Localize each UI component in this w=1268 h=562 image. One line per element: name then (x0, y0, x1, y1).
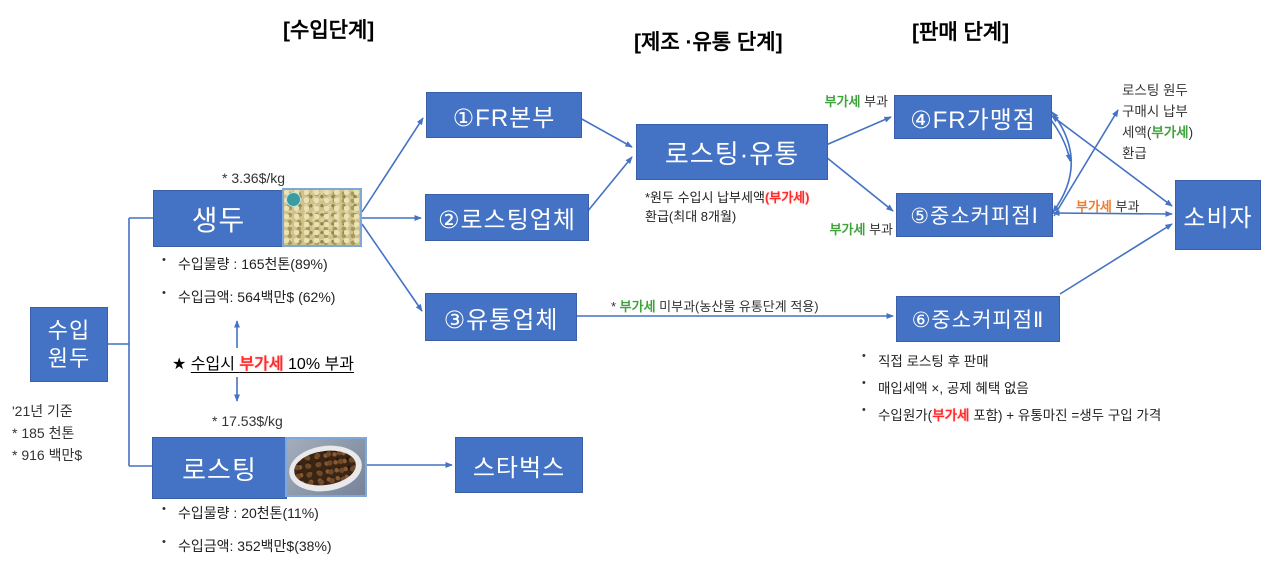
node-starbucks: 스타벅스 (455, 437, 583, 493)
node-fr-franchise-label: ④FR가맹점 (910, 106, 1036, 134)
vat-word: 부가세 (1151, 125, 1189, 140)
roasting-price-note: * 17.53$/kg (212, 413, 283, 429)
import-vat-pre: 수입시 (190, 356, 240, 373)
refund-right-line: 환급 (1122, 146, 1147, 161)
vat-rest: 부과 (1111, 199, 1140, 214)
import-vat-note-text: 수입시 부가세 10% 부과 (191, 356, 354, 373)
roasted-coffee-beans-photo (285, 437, 367, 497)
node-small-coffee-shop-2-label: ⑥중소커피점Ⅱ (911, 309, 1045, 332)
arrow-roasting-distribution-to-fr-franchise (825, 116, 892, 146)
star-icon: ★ (172, 356, 191, 373)
node-small-coffee-shop-1-label: ⑤중소커피점Ⅰ (910, 205, 1039, 228)
import-vat-highlight: 부가세 (239, 356, 284, 373)
vat-exempt-rest: 미부과(농산물 유통단계 적용) (655, 299, 819, 314)
node-imported-beans: 수입원두 (30, 307, 108, 382)
node-distribution-company-label: ③유통업체 (443, 306, 559, 334)
refund-right-pre: 세액( (1122, 125, 1152, 140)
vat-label-to-consumer: 부가세 부과 (1076, 196, 1139, 215)
node-distribution-company: ③유통업체 (425, 293, 577, 341)
base-year-line: * 916 백만$ (12, 447, 83, 463)
refund-right-line: 구매시 납부 (1122, 104, 1188, 119)
node-starbucks-label: 스타벅스 (472, 454, 566, 482)
node-small-coffee-shop-2: ⑥중소커피점Ⅱ (896, 296, 1060, 342)
stage-header-sales: [판매 단계] (912, 21, 1010, 44)
node-green-beans: 생두 (153, 190, 284, 247)
list-item: 수입금액: 564백만$ (62%) (158, 287, 335, 307)
list-item: 수입물량 : 165천톤(89%) (158, 254, 335, 274)
connector-imported-beans-split (106, 217, 153, 467)
node-consumer: 소비자 (1175, 180, 1261, 250)
list-item: 수입물량 : 20천톤(11%) (158, 503, 332, 523)
vat-label-to-small-shop-1: 부가세 부과 (798, 219, 893, 238)
arrow-greenbeans-to-distribution-company (361, 223, 423, 312)
import-vat-post: 10% 부과 (283, 356, 354, 373)
node-consumer-label: 소비자 (1183, 204, 1253, 232)
stage-header-manufacture-distribution: [제조 ·유통 단계] (634, 31, 783, 54)
arc-fr-franchise-small-shop-1 (1051, 111, 1072, 213)
list-item: 매입세액 ×, 공제 혜택 없음 (858, 377, 1161, 397)
vat-word: 부가세 (829, 222, 866, 237)
base-year-line: '21년 기준 (12, 403, 73, 419)
refund-note-mid: *원두 수입시 납부세액(부가세) 환급(최대 8개월) (645, 188, 809, 226)
vat-rest: 부과 (865, 222, 893, 237)
node-small-coffee-shop-1: ⑤중소커피점Ⅰ (896, 193, 1053, 237)
node-green-beans-label: 생두 (191, 204, 246, 236)
arrow-fr-hq-to-roasting-distribution (579, 117, 633, 148)
list-item: 수입원가(부가세 포함) + 유통마진 =생두 구입 가격 (858, 404, 1161, 424)
node-roasting-company-label: ②로스팅업체 (438, 207, 576, 234)
refund-note-mid-line1: *원두 수입시 납부세액(부가세) (645, 188, 809, 207)
refund-right-line: 세액(부가세) (1122, 122, 1193, 143)
refund-note-mid-line2: 환급(최대 8개월) (645, 209, 737, 224)
arrow-roasting-distribution-to-small-shop-1 (825, 156, 894, 212)
node-roasting-company: ②로스팅업체 (425, 194, 589, 241)
refund-mid-vat: (부가세) (764, 190, 810, 205)
green-beans-stats-list: 수입물량 : 165천톤(89%) 수입금액: 564백만$ (62%) (158, 254, 335, 307)
node-fr-hq-label: ①FR본부 (452, 104, 556, 132)
base-year-note: '21년 기준 * 185 천톤 * 916 백만$ (12, 400, 82, 466)
refund-mid-pre: *원두 수입시 납부세액 (645, 190, 765, 205)
node-roasting: 로스팅 (152, 437, 287, 499)
node-roasting-distribution: 로스팅·유통 (636, 124, 828, 180)
vat-label-to-fr-franchise: 부가세 부과 (793, 91, 888, 110)
stage-header-import: [수입단계] (283, 19, 375, 42)
small-shop-2-bullets: 직접 로스팅 후 판매 매입세액 ×, 공제 혜택 없음 수입원가(부가세 포함… (858, 350, 1161, 424)
vat-exempt-note: * 부가세 미부과(농산물 유통단계 적용) (611, 296, 819, 315)
bullet3-post: 포함) + 유통마진 =생두 구입 가격 (969, 408, 1162, 423)
vat-word: 부가세 (824, 94, 861, 109)
arrow-roasting-company-to-roasting-distribution (586, 156, 633, 213)
refund-note-consumer: 로스팅 원두 구매시 납부 세액(부가세) 환급 (1122, 80, 1193, 164)
node-fr-franchise: ④FR가맹점 (894, 95, 1052, 139)
vat-word: 부가세 (619, 299, 656, 314)
arc-fr-franchise-mid-arrow (1050, 119, 1072, 162)
arrow-greenbeans-to-fr-hq (361, 117, 424, 213)
node-roasting-distribution-label: 로스팅·유통 (664, 138, 800, 169)
bullet3-pre: 수입원가( (878, 408, 933, 423)
vat-rest: 부과 (860, 94, 888, 109)
node-roasting-label: 로스팅 (182, 454, 257, 485)
list-item: 수입금액: 352백만$(38%) (158, 536, 332, 556)
node-fr-hq: ①FR본부 (426, 92, 582, 138)
refund-right-line: 로스팅 원두 (1122, 83, 1188, 98)
vat-word: 부가세 (932, 408, 970, 423)
green-beans-price-note: * 3.36$/kg (222, 170, 286, 186)
green-coffee-beans-photo (282, 188, 362, 247)
node-imported-beans-label: 수입원두 (47, 318, 91, 371)
vat-word: 부가세 (1076, 199, 1112, 214)
base-year-line: * 185 천톤 (12, 425, 75, 441)
vat-exempt-pre: * (611, 299, 620, 314)
import-vat-note: ★ 수입시 부가세 10% 부과 (172, 350, 354, 374)
photo-watermark-dot (286, 192, 301, 207)
roasting-stats-list: 수입물량 : 20천톤(11%) 수입금액: 352백만$(38%) (158, 503, 332, 556)
arrow-small-shop-2-to-consumer (1059, 223, 1173, 295)
list-item: 직접 로스팅 후 판매 (858, 350, 1161, 370)
refund-right-post: ) (1188, 125, 1194, 140)
